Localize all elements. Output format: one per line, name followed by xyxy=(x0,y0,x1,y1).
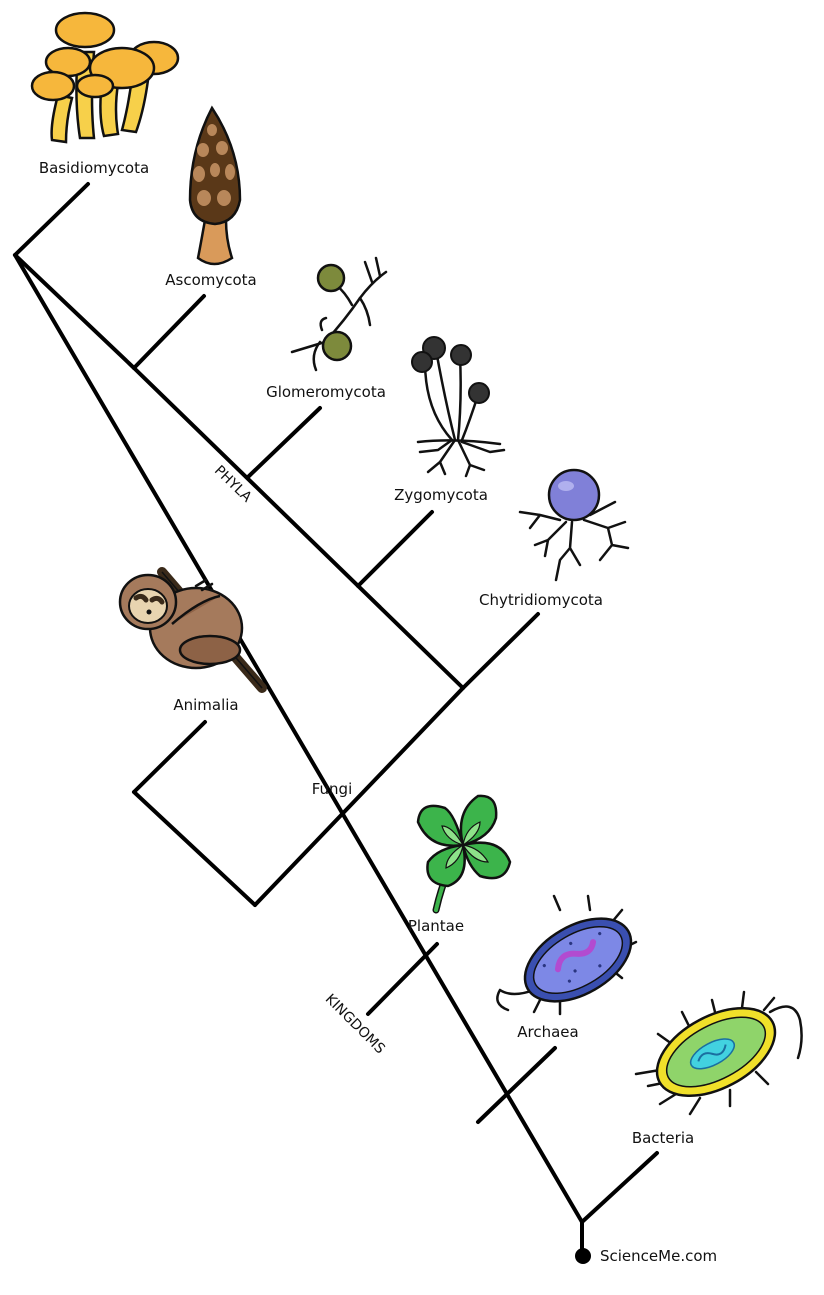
morel-icon xyxy=(188,105,242,266)
branch-bacteria xyxy=(580,1151,659,1224)
branch-main-trunk xyxy=(13,253,584,1224)
rank-labels: PHYLA KINGDOMS xyxy=(211,463,388,1058)
label-zygomycota: Zygomycota xyxy=(394,486,488,504)
label-glomeromycota: Glomeromycota xyxy=(266,383,386,401)
spore-hypha-icon xyxy=(290,256,388,372)
credit-text: ScienceMe.com xyxy=(600,1247,717,1265)
clover-icon xyxy=(416,794,512,914)
branch-ascomycota xyxy=(132,294,206,370)
tree-branches xyxy=(13,182,659,1264)
sporangia-icon xyxy=(411,336,506,478)
branch-basidio-asco xyxy=(13,253,136,370)
taxon-labels: Basidiomycota Ascomycota Glomeromycota Z… xyxy=(39,159,694,1147)
branch-archaea xyxy=(476,1046,557,1124)
branch-plantae xyxy=(366,942,439,1016)
label-chytridiomycota: Chytridiomycota xyxy=(479,591,603,609)
mushroom-cluster-icon xyxy=(30,11,180,144)
label-bacteria: Bacteria xyxy=(632,1129,694,1147)
archaea-cell-icon xyxy=(496,894,638,1016)
label-fungi: Fungi xyxy=(312,780,353,798)
branch-fungi-animalia xyxy=(132,790,257,907)
bacteria-cell-icon xyxy=(634,990,803,1116)
sloth-icon xyxy=(118,567,267,693)
branch-fungi xyxy=(253,686,465,907)
label-phyla: PHYLA xyxy=(211,463,255,506)
branch-zygomycota xyxy=(356,510,434,588)
branch-glomeromycota xyxy=(246,406,322,479)
label-basidiomycota: Basidiomycota xyxy=(39,159,149,177)
label-archaea: Archaea xyxy=(517,1023,578,1041)
root-node xyxy=(575,1248,591,1264)
branch-chytridiomycota xyxy=(461,612,540,690)
label-plantae: Plantae xyxy=(408,917,464,935)
branch-basidiomycota xyxy=(13,182,90,257)
branch-fungi-phyla xyxy=(132,366,465,690)
label-animalia: Animalia xyxy=(173,696,238,714)
branch-animalia xyxy=(132,720,207,794)
label-ascomycota: Ascomycota xyxy=(165,271,257,289)
chytrid-icon xyxy=(518,468,630,582)
